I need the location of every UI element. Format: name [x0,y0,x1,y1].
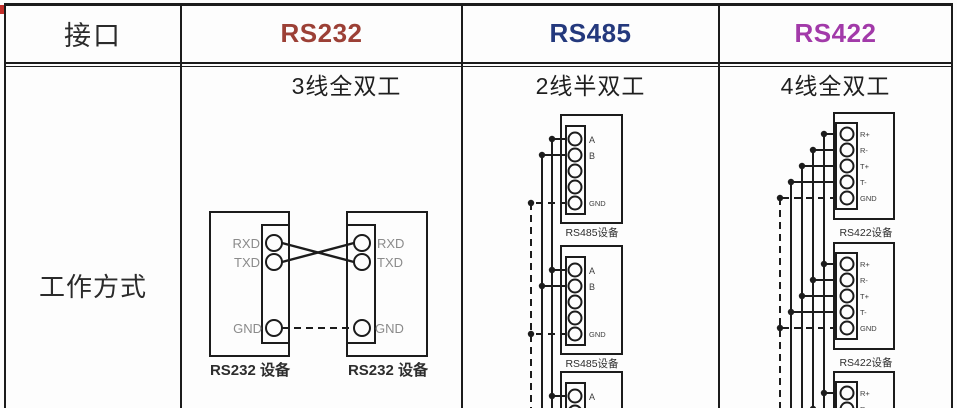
rs422-device-3-partial [775,371,895,408]
pin-gnd [839,190,855,206]
wire-txd-to-rxd [281,241,355,264]
rs422-device-2 [775,242,895,370]
column-divider-3 [718,3,720,408]
rs422-mode-title: 4线全双工 [780,73,891,99]
header-cell-rs485: RS485 [463,5,718,62]
pin-txd [265,253,283,271]
device-caption: RS232 设备 [210,361,291,379]
rs485-header-label: RS485 [549,18,632,48]
junction-dot-rm [809,146,817,154]
rs485-device: A B GND RS485设备 [527,114,623,239]
working-mode-label: 工作方式 [38,271,147,302]
junction-dot-b [538,151,546,159]
junction-dot-tp [798,162,806,170]
header-cell-interface: 接口 [6,5,180,62]
pin-tm-label: T- [860,178,867,187]
pin-txd [353,253,371,271]
pin-b-label: B [589,151,595,161]
pin-a-label: A [589,135,595,145]
pin-rxd [353,234,371,252]
pin-gnd-label: GND [375,321,404,336]
rs485-wiring-diagram: A B GND RS485设备 [526,114,623,408]
rs232-device-right: RXD TXD GND RS232 设备 [346,211,429,379]
column-divider-1 [180,3,182,408]
rs232-mode-title: 3线全双工 [291,73,402,99]
pin-rxd-label: RXD [233,236,260,251]
junction-dot-gnd [776,194,784,202]
row-label-cell: 工作方式 [6,255,180,315]
device-caption: RS485设备 [565,226,619,239]
pin-rm [839,142,855,158]
pin-txd-label: TXD [377,255,403,270]
pin-gnd [567,195,583,211]
pin-rm-label: R- [860,146,868,155]
rs422-device: R+ R- T+ T- GND RS422设备 [776,112,895,239]
header-cell-rs422: RS422 [720,5,951,62]
rs485-mode-title: 2线半双工 [535,73,646,99]
pin-tp [839,158,855,174]
header-separator-thin [4,66,953,67]
rs232-device-left: RXD TXD GND RS232 设备 [209,211,291,379]
junction-dot-a [548,135,556,143]
pin-3 [567,163,583,179]
pin-rxd-label: RXD [377,236,404,251]
pin-txd-label: TXD [234,255,260,270]
rs232-wiring-diagram: RXD TXD GND RS232 设备 RXD TXD GND RS232 设… [209,211,429,379]
pin-tp-label: T+ [860,162,870,171]
pin-4 [567,179,583,195]
header-cell-rs232: RS232 [182,5,461,62]
device-caption: RS422设备 [839,226,893,239]
column-divider-2 [461,3,463,408]
rs422-mode-cell: 4线全双工 [720,70,951,99]
pin-b [567,147,583,163]
junction-dot-tm [787,178,795,186]
interface-header-label: 接口 [64,21,122,51]
rs232-mode-cell: 3线全双工 [182,70,461,99]
rs485-mode-cell: 2线半双工 [463,70,718,99]
pin-a [567,131,583,147]
pin-gnd-label: GND [589,199,606,208]
rs422-header-label: RS422 [794,18,877,48]
pin-gnd-label: GND [233,321,262,336]
pin-gnd [353,319,371,337]
table-border-left [4,3,6,408]
header-separator-thick [4,62,953,64]
pin-tm [839,174,855,190]
pin-gnd [265,319,283,337]
table-border-top [4,3,953,6]
edge-artifact [0,5,4,14]
junction-dot-rp [820,130,828,138]
pin-rp-label: R+ [860,130,870,139]
pin-rxd [265,234,283,252]
rs422-wiring-diagram: R+ R- T+ T- GND RS422设备 [775,112,895,408]
table-border-right [951,3,953,408]
pin-rp [839,126,855,142]
rs232-header-label: RS232 [280,18,363,48]
device-caption: RS232 设备 [348,361,429,379]
junction-dot-gnd [527,199,535,207]
pin-gnd-label: GND [860,194,877,203]
